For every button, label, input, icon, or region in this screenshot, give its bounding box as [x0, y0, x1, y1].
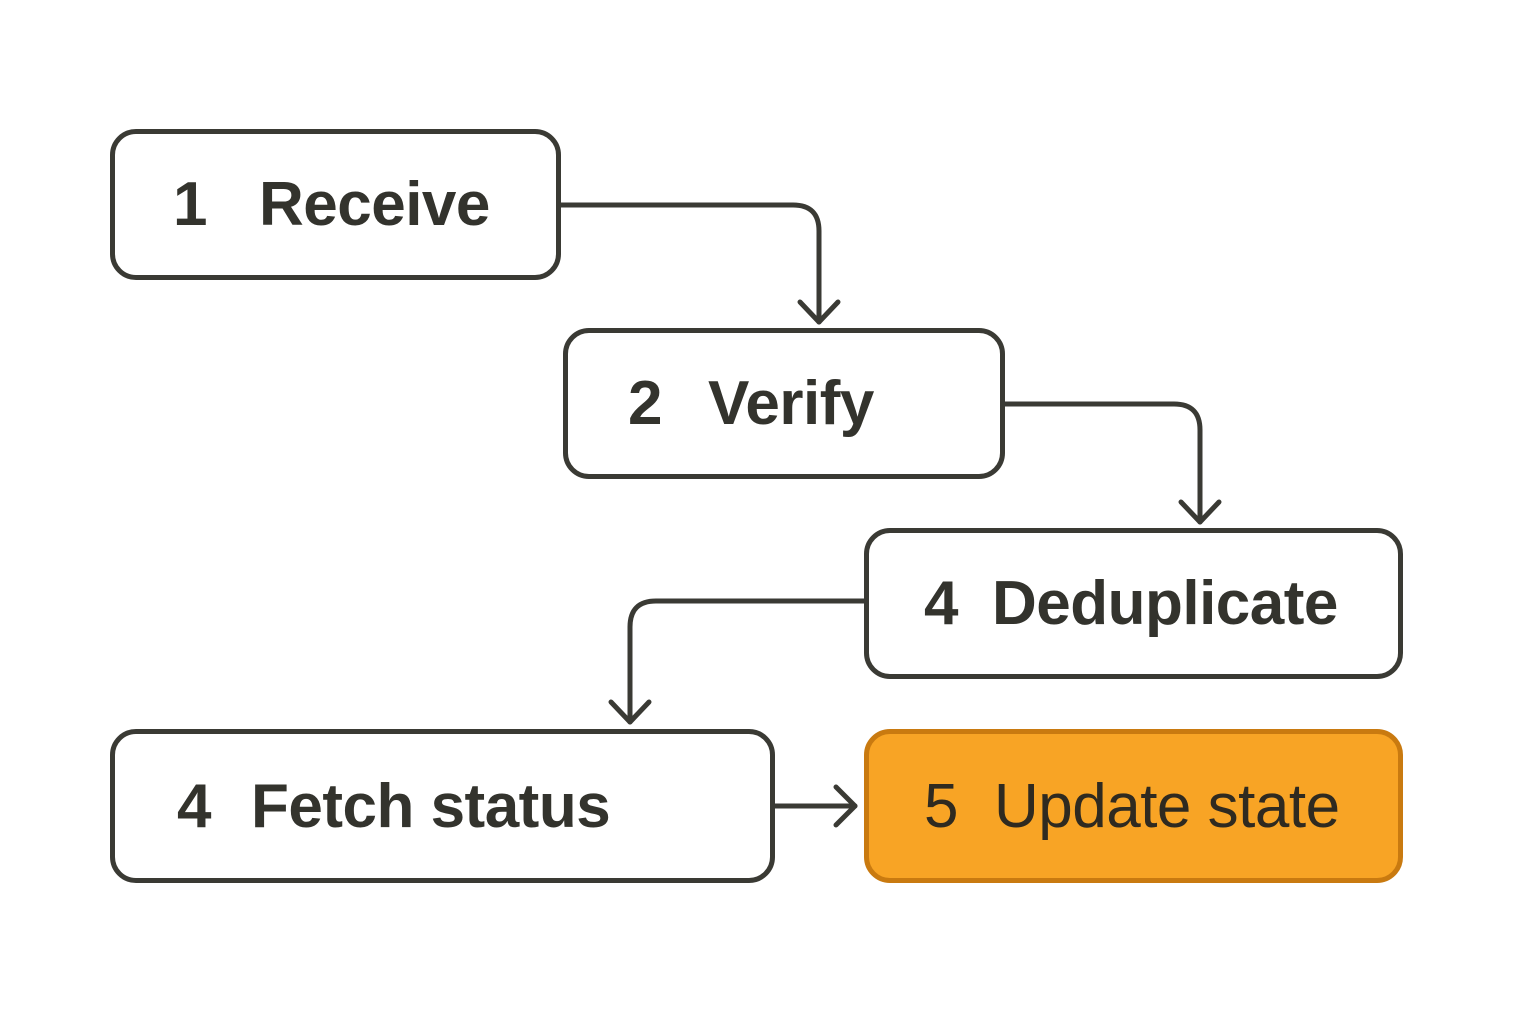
step-label: Update state [993, 771, 1340, 841]
connector-deduplicate-to-fetch-status [627, 598, 867, 725]
step-number: 2 [628, 369, 662, 438]
step-label: Verify [707, 369, 874, 438]
arrowhead-fetch-status [608, 699, 652, 725]
step-verify: 2 Verify [563, 328, 1005, 479]
step-number: 4 [924, 569, 958, 638]
arrowhead-deduplicate [1178, 499, 1222, 525]
step-label: Fetch status [250, 771, 611, 841]
step-update-state: 5 Update state [864, 729, 1403, 883]
connector-verify-to-deduplicate [1002, 401, 1203, 525]
step-deduplicate: 4 Deduplicate [864, 528, 1403, 679]
step-fetch-status: 4 Fetch status [110, 729, 775, 883]
step-number: 5 [924, 771, 958, 841]
step-receive: 1 Receive [110, 129, 561, 280]
step-label: Receive [258, 170, 490, 239]
connector-receive-to-verify [558, 202, 822, 325]
arrowhead-verify [797, 299, 841, 325]
step-number: 1 [173, 170, 207, 239]
step-number: 4 [177, 771, 211, 841]
step-label: Deduplicate [991, 569, 1338, 638]
arrowhead-update-state [833, 784, 858, 828]
